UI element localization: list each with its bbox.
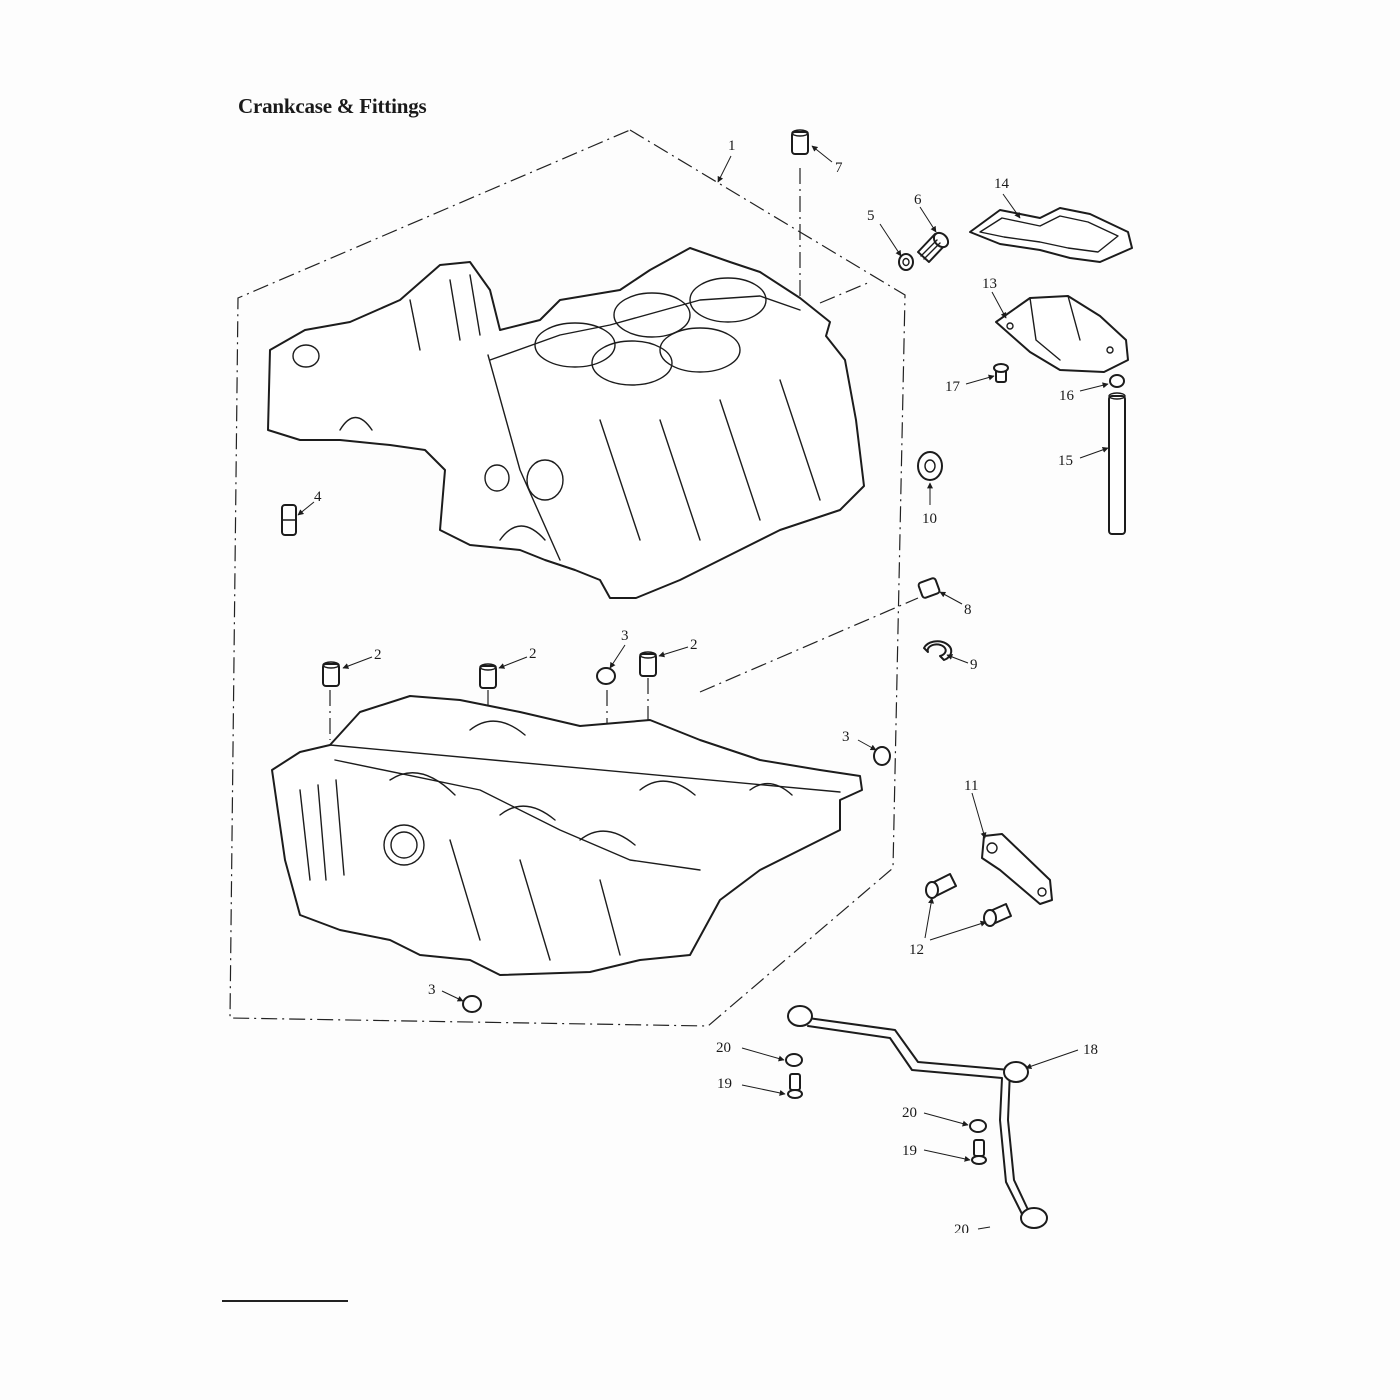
callout-20: 20 <box>716 1040 731 1056</box>
upper-crankcase <box>267 247 865 599</box>
callout-14: 14 <box>994 176 1010 192</box>
seal-10 <box>917 451 943 481</box>
callout-10: 10 <box>922 511 937 527</box>
callout-19: 19 <box>717 1076 732 1092</box>
plug-3-b <box>873 746 891 766</box>
callout-1: 1 <box>728 138 736 154</box>
leader-lines <box>297 145 1109 1230</box>
assembly-boundary <box>229 129 906 1027</box>
callout-20: 20 <box>902 1105 917 1121</box>
diagram-title: Crankcase & Fittings <box>238 94 427 118</box>
bolt-19-b <box>971 1139 987 1165</box>
bolt-19-a <box>787 1073 803 1099</box>
dowel-2-b <box>479 663 497 689</box>
o-ring-16 <box>1109 374 1125 388</box>
callout-5: 5 <box>867 208 875 224</box>
washer-20-b <box>969 1119 987 1133</box>
callout-16: 16 <box>1059 388 1075 404</box>
callout-17: 17 <box>945 379 961 395</box>
callout-7: 7 <box>835 160 843 176</box>
dowel-2-c <box>639 651 657 677</box>
tube-15 <box>1108 392 1126 535</box>
dowel-7 <box>791 129 809 155</box>
callout-2: 2 <box>374 647 382 663</box>
dowel-2-a <box>322 661 340 687</box>
callout-13: 13 <box>982 276 997 292</box>
bracket-11 <box>981 833 1053 905</box>
gasket-14 <box>969 207 1133 263</box>
callout-18: 18 <box>1083 1042 1098 1058</box>
callout-3: 3 <box>621 628 629 644</box>
plug-3-c <box>462 995 482 1013</box>
dowel-8 <box>917 577 941 599</box>
footer-rule <box>222 1300 348 1302</box>
callout-6: 6 <box>914 192 922 208</box>
bolt-12-a <box>925 873 957 899</box>
washer-5 <box>898 253 914 271</box>
callout-4: 4 <box>314 489 322 505</box>
plug-6 <box>917 231 950 263</box>
oil-pipe-18 <box>787 1005 1048 1229</box>
callout-19: 19 <box>902 1143 917 1159</box>
callout-labels: 1 2 2 2 3 3 3 3 4 5 6 7 8 9 10 11 12 13 … <box>314 138 1098 1238</box>
callout-2: 2 <box>690 637 698 653</box>
plug-3-a <box>596 667 616 685</box>
bolt-12-b <box>983 903 1012 927</box>
lower-crankcase <box>271 695 863 976</box>
callout-3: 3 <box>842 729 850 745</box>
callout-12: 12 <box>909 942 924 958</box>
callout-2: 2 <box>529 646 537 662</box>
bolt-17 <box>993 363 1009 383</box>
callout-3: 3 <box>428 982 436 998</box>
page-crop-edge <box>940 1233 1020 1253</box>
dowel-4 <box>281 504 297 536</box>
callout-15: 15 <box>1058 453 1073 469</box>
callout-8: 8 <box>964 602 972 618</box>
callout-11: 11 <box>964 778 978 794</box>
circlip-9 <box>923 640 953 661</box>
callout-9: 9 <box>970 657 978 673</box>
cover-plate-13 <box>995 295 1129 373</box>
washer-20-a <box>785 1053 803 1067</box>
